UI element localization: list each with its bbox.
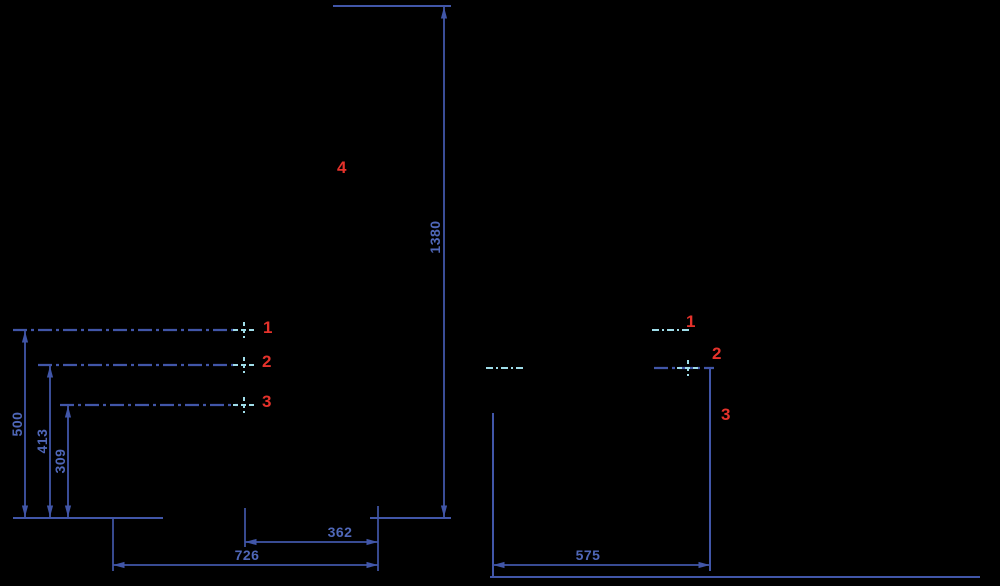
dimension-width-value: 575 [576, 547, 601, 563]
callout-4: 4 [337, 158, 347, 177]
dimension-level-2: 413 [34, 366, 54, 517]
dimension-level-1-value: 500 [9, 412, 25, 437]
dimension-front-depth-value: 362 [328, 524, 353, 540]
center-marker-level-3 [232, 396, 256, 414]
dimension-level-3-value: 309 [52, 449, 68, 474]
dimension-level-1: 500 [9, 331, 29, 517]
callout-1-left: 1 [263, 318, 272, 337]
callout-3-left: 3 [262, 392, 271, 411]
dimension-height: 1380 [427, 7, 448, 517]
right-front-view: 575 1 2 3 [486, 312, 980, 578]
dimension-height-value: 1380 [427, 220, 443, 253]
callout-2-left: 2 [262, 352, 271, 371]
callout-3-right: 3 [721, 405, 730, 424]
dimension-level-3: 309 [52, 406, 72, 517]
dimension-level-2-value: 413 [34, 429, 50, 454]
dimension-width: 575 [493, 547, 710, 569]
center-marker-level-1 [232, 321, 256, 339]
callout-2-right: 2 [712, 344, 721, 363]
center-marker-right [676, 359, 700, 377]
callout-1-right: 1 [686, 312, 695, 331]
dimension-front-depth: 362 [245, 524, 378, 546]
left-side-view: 1380 500 413 309 362 726 4 1 2 [9, 5, 451, 571]
dimension-total-depth: 726 [113, 547, 378, 569]
dimension-total-depth-value: 726 [235, 547, 260, 563]
center-marker-level-2 [232, 356, 256, 374]
